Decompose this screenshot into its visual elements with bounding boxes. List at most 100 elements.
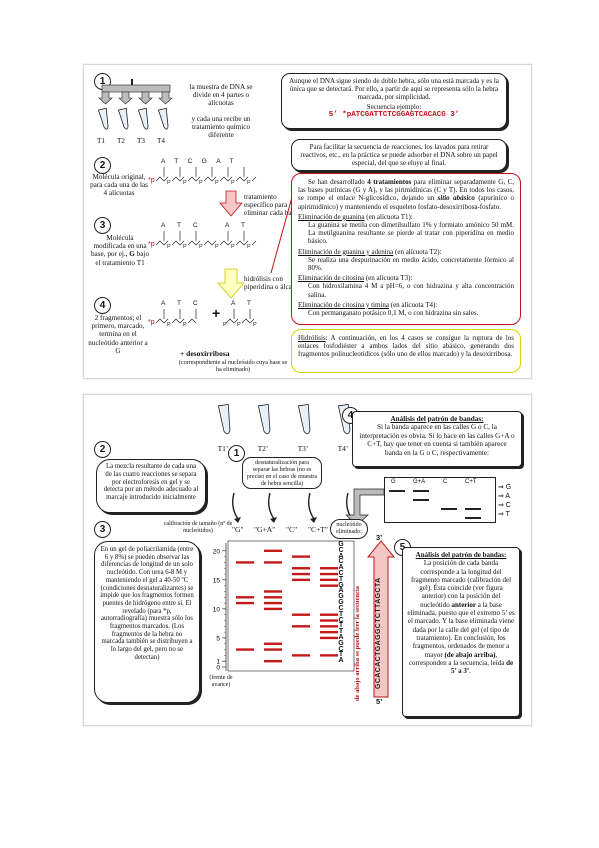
mini-band — [441, 508, 457, 510]
eliminated-base: G — [338, 541, 344, 548]
treatments-intro-e: (apurínico o apirimidínico) y manteniend… — [298, 194, 515, 211]
base: T — [241, 222, 245, 229]
hydrolysis-body: : A continuación, en los 4 casos se cons… — [298, 334, 514, 359]
gel-band — [264, 601, 282, 605]
eliminated-base: C — [338, 570, 344, 578]
gel-band — [292, 567, 310, 570]
note-labeled-strand-text: Aunque el DNA sigue siendo de doble hebr… — [289, 77, 499, 102]
tube-label-t2p: T2’ — [257, 444, 269, 453]
gel-band — [320, 619, 338, 622]
gel-band — [264, 590, 282, 593]
treatments-intro-a: Se han desarrollado — [308, 178, 368, 186]
note-labeled-strand: Aunque el DNA sigue siendo de doble hebr… — [281, 73, 507, 129]
gel-band — [292, 572, 310, 576]
step1-text-split: la muestra de DNA se divide en 4 partes … — [189, 83, 253, 108]
gel-band — [320, 572, 338, 576]
gel-lane-c: "C" — [286, 525, 298, 534]
step4-text: 2 fragmentos; el primero, marcado, termi… — [88, 314, 148, 355]
treatments-intro-b: 4 tratamientos — [367, 178, 412, 186]
test-tubes-icon — [97, 107, 169, 130]
gel-band — [292, 578, 310, 582]
step5-text-b: a la base eliminada, puesto que el extre… — [407, 600, 515, 659]
step-number-4: 4 — [94, 297, 111, 314]
eliminated-base: A — [338, 657, 344, 665]
eliminated-base: C — [338, 616, 344, 624]
hydrolysis-box: Hidrólisis: A continuación, en los 4 cas… — [291, 329, 521, 373]
electrophoresis-note: La mezcla resultante de cada una de las … — [96, 459, 206, 513]
label-marker-p: *p — [148, 177, 155, 184]
down-arrow-yellow — [217, 268, 245, 299]
gel-band — [292, 654, 310, 657]
treatment-heading: Eliminación de citosina — [298, 274, 365, 283]
band-pattern-title-2: Análisis del patrón de bandas: — [415, 551, 507, 559]
five-prime-label: 5’ — [376, 697, 383, 706]
eliminated-base: A — [338, 564, 344, 572]
gel-band — [236, 596, 254, 599]
svg-text:P: P — [231, 244, 235, 250]
gel-band — [320, 654, 338, 657]
gel-lane-g: "G" — [232, 525, 244, 534]
treatment-item-3: Eliminación de citosina (en alícuota T3)… — [298, 274, 514, 299]
treatment-body: Se realiza una despurinación en medio ác… — [308, 255, 514, 273]
eliminated-nucleotide-label: nucleótido eliminado: — [330, 519, 368, 539]
tube-label-t3: T3 — [137, 137, 145, 145]
treatment-body: La guanina se metila con dimetilsulfato … — [308, 221, 514, 246]
tube-label-t2: T2 — [117, 137, 125, 145]
mini-gel-legend: ⇒ G ⇒ A ⇒ C ⇒ T — [498, 483, 511, 519]
base: T — [247, 300, 251, 307]
treatment-heading: Eliminación de guanina y adenina — [298, 247, 394, 256]
treatments-intro-c: para eliminar separadamente G, C, las ba… — [298, 178, 514, 203]
aliquot-split-arrows — [98, 79, 173, 105]
legend-g: ⇒ G — [498, 484, 512, 491]
mini-gel-lane-ga: G+A — [413, 479, 426, 485]
sequence-arrow-text: GCACACTGAGGCTCTTAGCTA — [375, 577, 382, 689]
step1-text-treatment: y cada una recibe un tratamiento químico… — [191, 115, 251, 140]
step3-text: Molécula modificada en una base, por ej.… — [90, 234, 150, 267]
gel-explanation-note: En un gel de poliacrilamida (entre 6 y 8… — [94, 541, 200, 703]
tube-label-t4p: T4’ — [337, 444, 349, 453]
treatment-aliquot: (en alícuota T4): — [388, 300, 438, 309]
step5-text-c: , corresponden a la secuencia, leída — [408, 650, 507, 667]
svg-text:P: P — [167, 244, 171, 250]
arrow1-label: tratamiento específico para eliminar cad… — [244, 193, 298, 218]
treatments-box: Se han desarrollado 4 tratamientos para … — [291, 173, 521, 325]
base: A — [225, 222, 230, 229]
note-washes: Para facilitar la secuencia de reaccione… — [291, 139, 507, 171]
mini-band — [465, 508, 481, 510]
legend-c: ⇒ C — [498, 502, 511, 509]
arrow2-label: hidrólisis con piperidina o álcali — [244, 275, 296, 292]
svg-text:P: P — [199, 180, 203, 186]
eliminated-base: T — [338, 651, 344, 659]
svg-text:P: P — [167, 322, 171, 328]
eliminated-base: G — [338, 581, 344, 589]
gel-band — [320, 584, 338, 587]
gel-band — [264, 648, 282, 651]
mini-gel-lane-g: G — [391, 479, 396, 485]
gel-band — [264, 561, 282, 564]
eliminated-base: C — [338, 558, 344, 566]
treatment-heading: Eliminación de guanina — [298, 212, 365, 221]
treatments-intro-d: sitio abásico — [437, 194, 475, 203]
gel-tick-label: 1 — [216, 659, 220, 666]
gel-band — [320, 636, 338, 640]
step2-text: Molécula original, para cada una de las … — [90, 173, 148, 198]
base: C — [193, 300, 198, 307]
example-sequence-title: Secuencia ejemplo: — [366, 102, 422, 111]
plus-sign: + — [212, 305, 221, 321]
gel-tick-label: 5 — [216, 635, 220, 642]
gel-band — [320, 613, 338, 616]
svg-text:P: P — [237, 322, 241, 328]
eliminated-base: G — [338, 593, 344, 601]
eliminated-base: A — [338, 633, 344, 641]
gel-band — [264, 596, 282, 599]
gel-tick-label: 10 — [213, 606, 221, 613]
treatment-item-4: Eliminación de citosina y timina (en alí… — [298, 301, 514, 317]
base: G — [201, 158, 217, 165]
read-upward-label: de abajo arriba se puede leer la secuenc… — [354, 586, 361, 701]
gel-calibration-label: calibración de tamaño (nº de nucleótidos… — [163, 521, 233, 534]
gel-front-label: (frente de avance) — [209, 675, 233, 688]
eliminated-base: G — [338, 599, 344, 607]
step-number-3: 3 — [94, 217, 111, 234]
